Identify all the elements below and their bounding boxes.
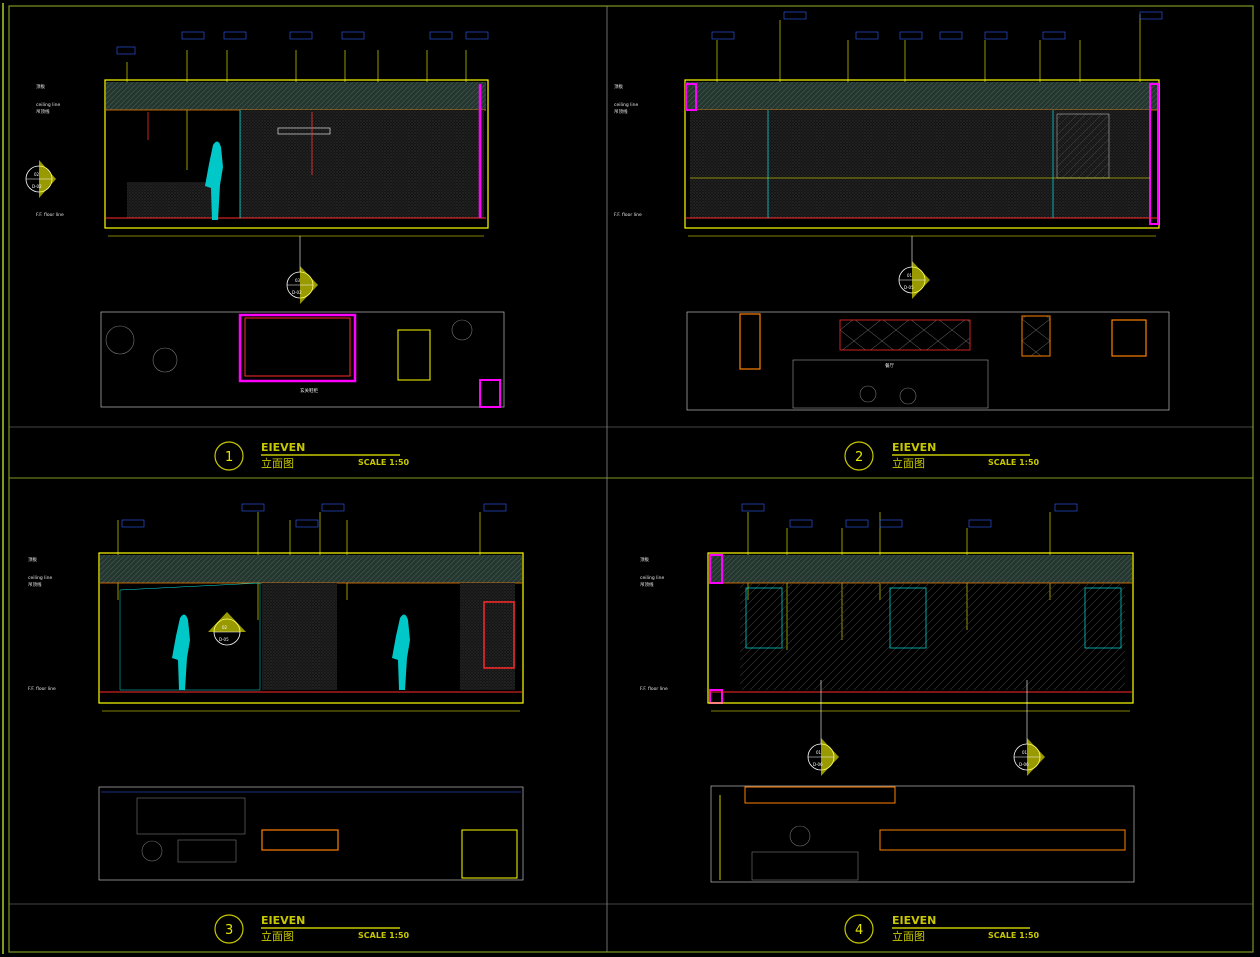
section-symbol-4-a: 01 D-06 [807, 680, 839, 776]
symbol-bottom: D-05 [904, 285, 914, 290]
plan-2: 餐厅 [686, 311, 1170, 411]
symbol-top: 01 [1022, 750, 1028, 755]
symbol-bottom: D-05 [219, 637, 229, 642]
ceiling-en-label: ceiling line [614, 102, 638, 108]
title-block-3: 3 EIEVEN 立面图 SCALE 1:50 [214, 914, 410, 944]
symbol-top: 02 [222, 625, 228, 630]
sheet-frame [2, 3, 1254, 954]
drawing-scale: SCALE 1:50 [988, 458, 1040, 467]
roof-label: 顶板 [36, 83, 45, 90]
section-symbol-2: 01 D-05 [898, 236, 930, 299]
title-block-2: 2 EIEVEN 立面图 SCALE 1:50 [844, 441, 1040, 471]
drawing-scale: SCALE 1:50 [988, 931, 1040, 940]
drawing-title: EIEVEN [261, 914, 305, 927]
plan-note: 餐厅 [885, 362, 894, 369]
ceiling-cn-label: 吊顶线 [28, 581, 42, 588]
drawing-subtitle: 立面图 [261, 456, 294, 470]
roof-label: 顶板 [614, 83, 623, 90]
floor-label: F.F. floor line [36, 212, 64, 218]
symbol-top: 02 [34, 172, 40, 177]
drawing-scale: SCALE 1:50 [358, 458, 410, 467]
elevation-frame-2 [684, 79, 1160, 237]
ceiling-cn-label: 吊顶线 [36, 108, 50, 115]
symbol-bottom: D-02 [32, 184, 42, 189]
ceiling-en-label: ceiling line [640, 575, 664, 581]
title-block-4: 4 EIEVEN 立面图 SCALE 1:50 [844, 914, 1040, 944]
level-labels-2: 顶板 ceiling line 吊顶线 F.F. floor line [614, 83, 642, 218]
plan-4 [710, 785, 1135, 883]
drawing-scale: SCALE 1:50 [358, 931, 410, 940]
elevation-frame-4 [707, 552, 1134, 712]
drawing-number: 4 [855, 923, 863, 938]
plan-note: 玄关鞋柜 [300, 387, 318, 394]
ceiling-en-label: ceiling line [28, 575, 52, 581]
level-labels-1: 顶板 ceiling line 吊顶线 F.F. floor line 玄关鞋柜 [36, 83, 318, 394]
plan-3 [98, 786, 524, 881]
section-symbol-1-left: 02 D-02 [25, 160, 56, 198]
drawing-subtitle: 立面图 [892, 456, 925, 470]
symbol-top: 01 [816, 750, 822, 755]
symbol-bottom: D-02 [292, 290, 302, 295]
level-labels-4: 顶板 ceiling line 吊顶线 F.F. floor line [640, 556, 668, 692]
elevation-frame-3 [98, 552, 524, 712]
roof-label: 顶板 [640, 556, 649, 563]
symbol-bottom: D-06 [813, 762, 823, 767]
section-symbol-1-bottom: 03 D-02 [286, 236, 318, 304]
ceiling-cn-label: 吊顶线 [614, 108, 628, 115]
plan-1 [100, 311, 505, 408]
elevation-4: 01 D-06 01 D-06 顶板 ceiling line 吊顶线 F.F.… [640, 503, 1135, 944]
elevation-frame-1 [104, 79, 489, 237]
elevation-3: 02 D-05 顶板 ceiling line 吊顶线 F.F. floor l… [28, 503, 524, 944]
symbol-top: 01 [907, 273, 913, 278]
symbol-top: 03 [295, 278, 301, 283]
symbol-bottom: D-06 [1019, 762, 1029, 767]
floor-label: F.F. floor line [640, 686, 668, 692]
elevation-2: 餐厅 01 D-05 顶板 ceiling line 吊顶线 F.F. floo… [614, 11, 1170, 471]
drawing-title: EIEVEN [892, 914, 936, 927]
elevation-1: 02 D-02 03 D-02 顶板 ceiling line 吊顶线 F.F.… [25, 31, 505, 471]
drawing-title: EIEVEN [892, 441, 936, 454]
ceiling-en-label: ceiling line [36, 102, 60, 108]
floor-label: F.F. floor line [28, 686, 56, 692]
drawing-number: 3 [225, 923, 233, 938]
level-labels-3: 顶板 ceiling line 吊顶线 F.F. floor line [28, 556, 56, 692]
drawing-number: 1 [225, 450, 233, 465]
floor-label: F.F. floor line [614, 212, 642, 218]
section-symbol-4-b: 01 D-06 [1013, 680, 1045, 776]
title-block-1: 1 EIEVEN 立面图 SCALE 1:50 [214, 441, 410, 471]
drawing-subtitle: 立面图 [892, 929, 925, 943]
ceiling-cn-label: 吊顶线 [640, 581, 654, 588]
drawing-title: EIEVEN [261, 441, 305, 454]
drawing-number: 2 [855, 450, 863, 465]
drawing-subtitle: 立面图 [261, 929, 294, 943]
section-symbol-3: 02 D-05 [208, 612, 246, 646]
roof-label: 顶板 [28, 556, 37, 563]
